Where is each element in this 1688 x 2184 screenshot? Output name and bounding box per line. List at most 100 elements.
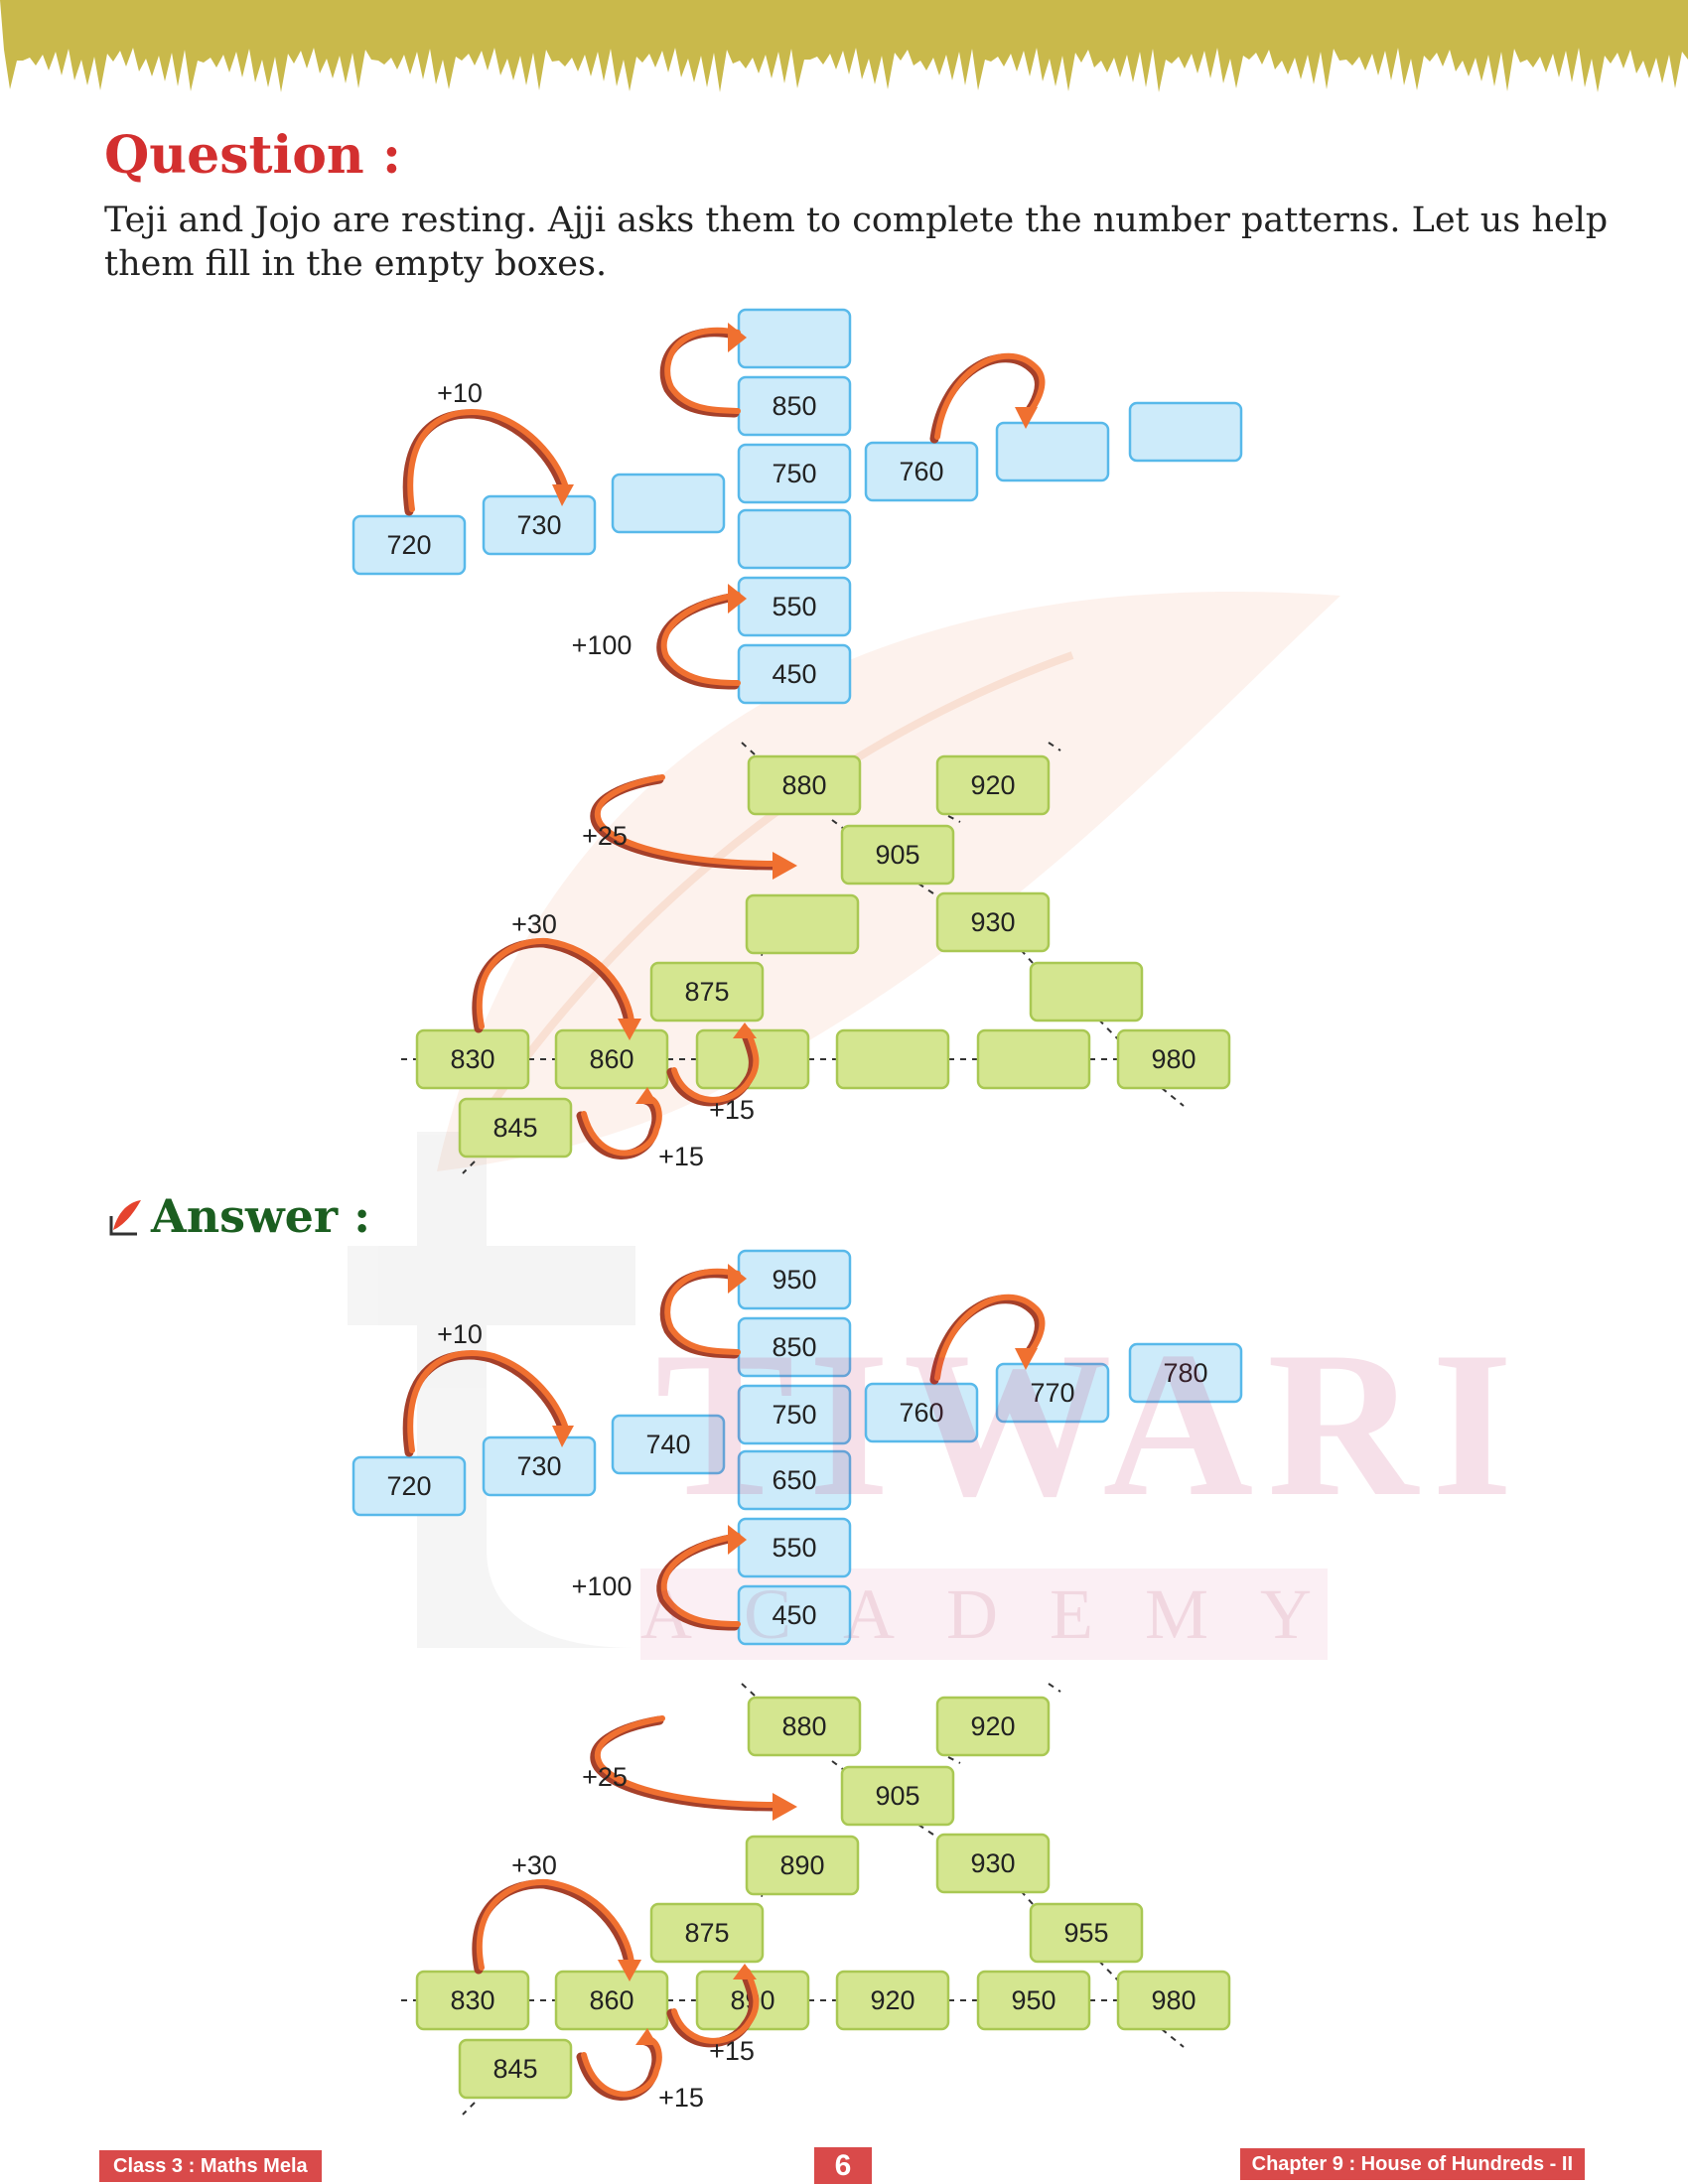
dashed-guide-line xyxy=(831,819,845,830)
green-box-value: 845 xyxy=(492,1113,537,1143)
blue-row-box: 730 xyxy=(482,1435,597,1497)
green-box: 920 xyxy=(935,1696,1051,1757)
dashed-guide-line xyxy=(741,1683,756,1697)
blue-column-box xyxy=(737,508,852,570)
dashed-guide-line xyxy=(947,815,961,823)
green-box: 905 xyxy=(840,1765,955,1827)
step-label: +25 xyxy=(582,821,628,851)
green-box xyxy=(1029,961,1144,1023)
green-box: 860 xyxy=(554,1970,669,2031)
curved-arrow-icon xyxy=(929,1294,1046,1385)
green-box-value: 950 xyxy=(1011,1985,1055,2015)
green-box: 845 xyxy=(458,1097,573,1159)
green-box: 830 xyxy=(415,1028,530,1090)
blue-column-box: 450 xyxy=(737,1584,852,1646)
green-box-value: 920 xyxy=(870,1985,914,2015)
question-heading: Question : xyxy=(104,125,402,186)
blue-row-box xyxy=(995,421,1110,482)
green-box: 830 xyxy=(415,1970,530,2031)
blue-row-box-value: 760 xyxy=(899,1398,943,1428)
blue-column-box-value: 750 xyxy=(772,1400,816,1430)
curved-arrow-icon xyxy=(472,1878,641,1981)
blue-column-box: 850 xyxy=(737,375,852,437)
green-box: 880 xyxy=(747,1696,862,1757)
watermark-t-shape xyxy=(348,1132,635,1648)
dashed-guide-line xyxy=(1161,1087,1185,1107)
blue-column-box: 750 xyxy=(737,443,852,504)
blue-column-box-value: 550 xyxy=(772,592,816,621)
blue-row-box-value: 720 xyxy=(386,530,431,560)
dashed-guide-line xyxy=(917,1824,934,1836)
blue-row-box: 770 xyxy=(995,1362,1110,1424)
blue-row-box: 730 xyxy=(482,494,597,556)
green-box: 875 xyxy=(649,1902,765,1964)
green-box-value: 930 xyxy=(970,907,1015,937)
blue-column-box: 650 xyxy=(737,1449,852,1511)
curved-arrow-icon xyxy=(590,774,797,880)
blue-column-box: 750 xyxy=(737,1384,852,1445)
green-box: 920 xyxy=(935,754,1051,816)
curved-arrow-icon xyxy=(576,2028,662,2101)
question-puzzle: 720 730 760 850 750 550 450 880 920 905 930 875 830 8… xyxy=(352,308,1243,1174)
dashed-guide-line xyxy=(1048,1683,1061,1693)
blue-column-box xyxy=(737,308,852,369)
blue-row-box: 720 xyxy=(352,1455,467,1517)
dashed-guide-line xyxy=(831,1760,845,1771)
blue-row-box-value: 720 xyxy=(386,1471,431,1501)
blue-row-box-value: 740 xyxy=(645,1430,690,1459)
step-label: +15 xyxy=(709,2036,755,2066)
dashed-guide-line xyxy=(947,1756,961,1764)
green-box-value: 875 xyxy=(684,1918,729,1948)
curved-arrow-icon xyxy=(402,409,574,516)
blue-row-box-value: 780 xyxy=(1163,1358,1207,1388)
blue-row-box-value: 760 xyxy=(899,457,943,486)
green-box-value: 920 xyxy=(970,1711,1015,1741)
blue-column-box-value: 750 xyxy=(772,459,816,488)
dashed-guide-line xyxy=(462,2102,476,2116)
green-box: 880 xyxy=(747,754,862,816)
dashed-guide-line xyxy=(917,883,934,894)
blue-column-box-value: 450 xyxy=(772,659,816,689)
green-box-value: 980 xyxy=(1151,1985,1196,2015)
blue-column-box-value: 850 xyxy=(772,1332,816,1362)
green-box-value: 830 xyxy=(450,1044,494,1074)
curved-arrow-icon xyxy=(402,1350,574,1457)
blue-column-box: 550 xyxy=(737,1517,852,1578)
green-box-value: 955 xyxy=(1063,1918,1108,1948)
blue-row-box: 780 xyxy=(1128,1342,1243,1404)
academy-logo-icon xyxy=(109,1200,141,1236)
green-box: 920 xyxy=(835,1970,950,2031)
green-box xyxy=(976,1028,1091,1090)
curved-arrow-icon xyxy=(656,1525,747,1631)
blue-row-box: 720 xyxy=(352,514,467,576)
footer-class-label: Class 3 : Maths Mela xyxy=(99,2150,322,2182)
blue-row-box xyxy=(1128,401,1243,463)
green-box: 980 xyxy=(1116,1970,1231,2031)
step-label: +100 xyxy=(572,1571,633,1601)
blue-column-box-value: 950 xyxy=(772,1265,816,1295)
footer-chapter-label: Chapter 9 : House of Hundreds - II xyxy=(1239,2148,1585,2180)
green-box-value: 890 xyxy=(779,1850,824,1880)
blue-column-box: 950 xyxy=(737,1249,852,1310)
curved-arrow-icon xyxy=(659,1264,747,1359)
blue-column-box-value: 650 xyxy=(772,1465,816,1495)
green-box-value: 845 xyxy=(492,2054,537,2084)
dashed-guide-line xyxy=(1048,742,1061,751)
green-box xyxy=(745,893,860,955)
blue-row-box xyxy=(611,473,726,534)
blue-column-box-value: 550 xyxy=(772,1533,816,1563)
green-box-value: 920 xyxy=(970,770,1015,800)
green-box: 890 xyxy=(745,1835,860,1896)
green-box xyxy=(835,1028,950,1090)
green-box-value: 905 xyxy=(875,840,919,870)
curved-arrow-icon xyxy=(576,1087,662,1160)
curved-arrow-icon xyxy=(656,584,747,690)
blue-column-box-value: 850 xyxy=(772,391,816,421)
curved-arrow-icon xyxy=(929,352,1046,444)
step-label: +30 xyxy=(511,909,557,939)
blue-row-box: 740 xyxy=(611,1414,726,1475)
green-box: 875 xyxy=(649,961,765,1023)
answer-heading: Answer : xyxy=(151,1189,371,1243)
footer-page-number: 6 xyxy=(814,2147,872,2184)
answer-puzzle: 720 730 740 760 770 780 950 850 750 650 550 450 880 9… xyxy=(352,1249,1243,2116)
